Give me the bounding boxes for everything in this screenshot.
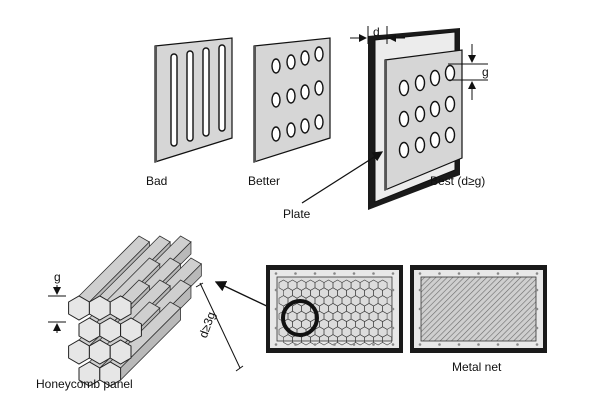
screw (535, 307, 539, 311)
metal-net-panel (410, 265, 547, 353)
honeycomb-panel (68, 235, 203, 387)
label-plate: Plate (283, 207, 311, 221)
label-honeycomb-panel: Honeycomb panel (36, 377, 133, 391)
plate-hole (286, 122, 296, 138)
hex-mesh-panel (266, 265, 403, 353)
plate-hole (271, 58, 281, 74)
plate-pointer-arrow (301, 151, 384, 204)
plate-hole (314, 114, 324, 130)
plate-hole (300, 84, 310, 100)
g-dimension-top (448, 44, 488, 100)
screw (496, 343, 500, 346)
label-bad: Bad (146, 174, 168, 188)
screw (535, 272, 539, 275)
screw (418, 307, 422, 311)
screw (457, 272, 461, 275)
plate-hole (286, 88, 296, 104)
magnify-circle (281, 299, 319, 337)
plate-hole (429, 69, 441, 87)
better-plate (253, 37, 331, 163)
plate-hole (398, 79, 410, 97)
screw (477, 343, 480, 346)
plate-slots (170, 44, 226, 147)
screw (333, 272, 336, 275)
label-better: Better (248, 174, 281, 188)
screw (418, 272, 422, 275)
plate-hole (444, 95, 456, 113)
screw (294, 272, 297, 275)
best-plate (368, 28, 463, 210)
screw (457, 343, 461, 346)
screw (418, 326, 422, 330)
screw (313, 343, 317, 346)
screw (535, 288, 539, 292)
label-g-top: g (482, 65, 489, 79)
screw (274, 272, 278, 275)
screw (391, 307, 395, 311)
plate-hole (398, 110, 410, 128)
plate-hole (414, 105, 426, 123)
plate-hole (300, 50, 310, 66)
plate-hole (429, 131, 441, 149)
plate-hole (300, 118, 310, 134)
d-3g-dimension (195, 282, 244, 372)
honeycomb-cell (109, 339, 132, 365)
plate-hole (271, 92, 281, 108)
screw (352, 272, 356, 275)
panel-screws (274, 272, 395, 346)
screw (516, 272, 519, 275)
bad-plate (154, 37, 233, 163)
plate-hole (444, 126, 456, 144)
screw (352, 343, 356, 346)
honeycomb-cell (99, 361, 122, 387)
g-dimension-left (48, 285, 66, 333)
screw (535, 343, 539, 346)
plate-hole (271, 126, 281, 142)
screw (391, 272, 395, 275)
screw (274, 307, 278, 311)
plate-hole (414, 74, 426, 92)
screw (391, 288, 395, 292)
mesh-cell (382, 334, 392, 346)
plate-hole (444, 64, 456, 82)
plate-hole (314, 80, 324, 96)
screw (294, 343, 297, 346)
honeycomb-cell (109, 295, 132, 321)
screw (313, 272, 317, 275)
screw (418, 288, 422, 292)
label-d: d (373, 25, 380, 39)
honeycomb-cell (120, 317, 142, 343)
screw (477, 272, 480, 275)
plate-hole (398, 141, 410, 159)
screw (438, 272, 441, 275)
screw (418, 343, 422, 346)
plate-hole (314, 46, 324, 62)
label-best: Best (d≥g) (430, 174, 486, 188)
screw (496, 272, 500, 275)
screw (438, 343, 441, 346)
screw (333, 343, 336, 346)
screw (535, 326, 539, 330)
plate-hole (414, 136, 426, 154)
plate-holes (271, 46, 324, 142)
screw (372, 343, 375, 346)
screw (391, 326, 395, 330)
plate-hole (286, 54, 296, 70)
plate-holes (398, 64, 456, 159)
hex-mesh-cells (278, 279, 392, 346)
label-metal-net: Metal net (452, 360, 502, 374)
label-g-left: g (54, 270, 61, 284)
d-dimension (350, 26, 405, 44)
screw (274, 343, 278, 346)
screw (516, 343, 519, 346)
screw (391, 343, 395, 346)
plate-hole (429, 100, 441, 118)
panel-screws (418, 272, 539, 346)
screw (372, 272, 375, 275)
screw (274, 288, 278, 292)
screw (274, 326, 278, 330)
